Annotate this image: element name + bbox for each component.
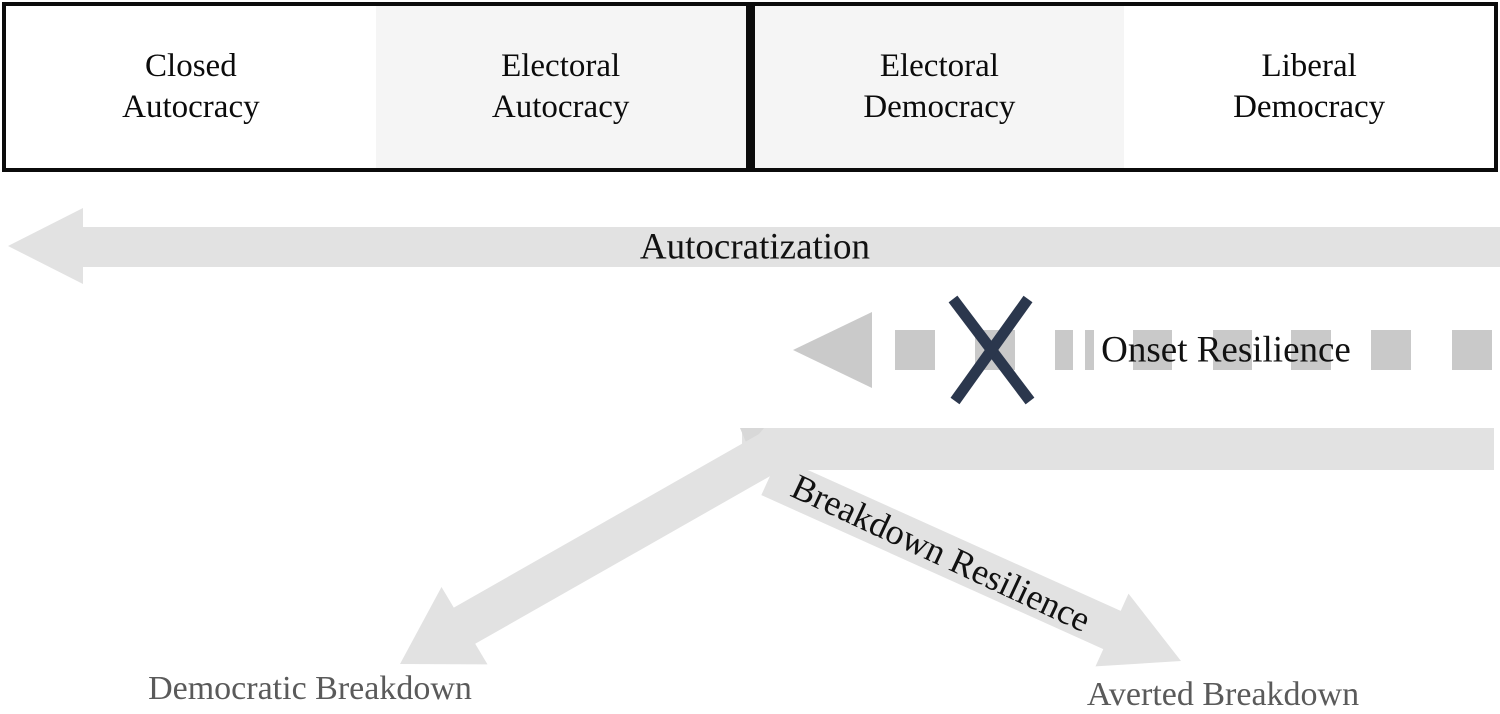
regime-label-line: Electoral	[501, 48, 621, 84]
regime-label-line: Electoral	[879, 48, 999, 84]
autocratization-label: Autocratization	[639, 226, 871, 268]
onset-dash	[1085, 330, 1094, 370]
autocratization-arrowhead	[8, 208, 83, 284]
onset-resilience-arrowhead	[793, 312, 872, 388]
onset-dash	[1213, 330, 1252, 370]
onset-resilience-label: Onset Resilience	[1101, 329, 1351, 371]
onset-dash	[1452, 330, 1492, 370]
democratic-breakdown-arrow	[400, 433, 781, 665]
regime-cell-electoral-autocracy: Electoral Autocracy	[375, 6, 746, 168]
regime-label-line: Autocracy	[491, 89, 630, 125]
regime-label-line: Democracy	[1233, 89, 1386, 125]
regime-label-line: Autocracy	[122, 89, 260, 125]
x-stroke	[950, 295, 1033, 405]
breakdown-resilience-arrow	[761, 456, 1181, 667]
onset-dash	[1371, 330, 1411, 370]
democratic-breakdown-label: Democratic Breakdown	[148, 670, 472, 707]
regime-label-line: Democracy	[863, 89, 1016, 125]
regime-spectrum-bar: Closed Autocracy Electoral Autocracy Ele…	[2, 2, 1498, 172]
averted-breakdown-label: Averted Breakdown	[1086, 676, 1360, 713]
autocratization-arrow-shaft	[83, 227, 1500, 267]
onset-dash	[1133, 330, 1172, 370]
onset-dash	[1055, 330, 1073, 370]
regime-cell-liberal-democracy: Liberal Democracy	[1124, 6, 1494, 168]
x-blocked-icon	[948, 295, 1035, 405]
regime-label-line: Closed	[145, 48, 237, 84]
onset-path-band	[742, 428, 1494, 470]
autocracy-democracy-divider	[745, 6, 755, 168]
onset-dash	[1291, 330, 1331, 370]
regime-label-line: Liberal	[1261, 48, 1357, 84]
regime-cell-closed-autocracy: Closed Autocracy	[6, 6, 376, 168]
regime-cell-electoral-democracy: Electoral Democracy	[754, 6, 1125, 168]
onset-dash	[895, 330, 935, 370]
